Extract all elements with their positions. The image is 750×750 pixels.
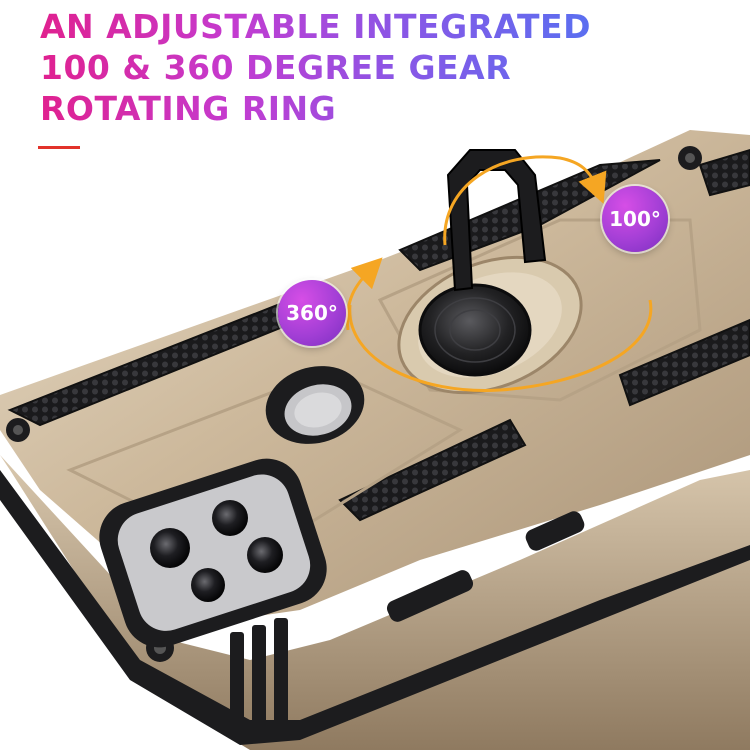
grip-panel-mid [338,418,527,522]
accent-bar [38,146,80,149]
tilt-100-badge: 100° [602,186,668,252]
side-button-1 [525,511,585,551]
headline-line-1: AN ADJUSTABLE INTEGRATED [40,7,591,46]
headline: AN ADJUSTABLE INTEGRATED 100 & 360 DEGRE… [40,6,591,129]
grip-panel-right [618,318,750,407]
headline-line-3: ROTATING RING [40,88,591,129]
camera-lens-1 [150,528,190,568]
grip-panel-right-top [698,148,750,197]
arrow-360 [348,299,653,392]
camera-module [99,458,327,648]
arrow-100 [443,155,607,246]
camera-lens-3 [247,537,283,573]
case-side-wall [0,455,750,750]
headline-line-2: 100 & 360 DEGREE GEAR [40,47,591,88]
camera-lens-4 [191,568,225,602]
rotation-360-badge: 360° [278,280,346,346]
camera-lens-2 [212,500,248,536]
corner-grip-bottom [230,618,288,735]
side-button-2 [386,570,474,622]
case-bottom-trim [0,470,750,745]
